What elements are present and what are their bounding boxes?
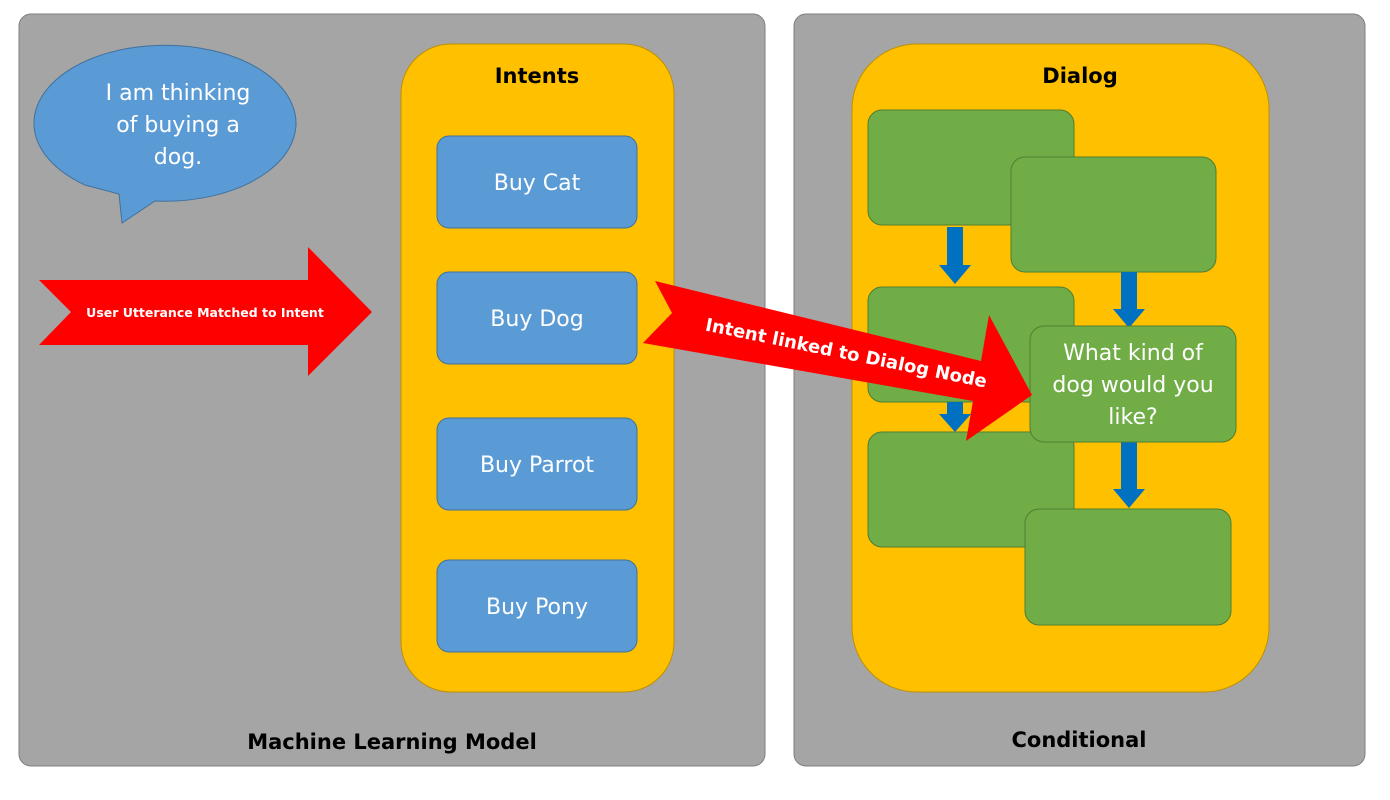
flow-arrow-3 xyxy=(939,402,971,432)
dialog-node-2 xyxy=(1010,156,1217,273)
utterance-arrow xyxy=(39,247,372,376)
intent-buy-cat-label: Buy Cat xyxy=(494,171,581,196)
intent-buy-parrot xyxy=(436,417,638,511)
speech-line-3: dog. xyxy=(154,145,202,170)
ml-model-title: Machine Learning Model xyxy=(247,730,537,754)
dialog-title: Dialog xyxy=(1042,64,1117,88)
speech-line-2: of buying a xyxy=(116,113,240,138)
dog-question-line-2: dog would you xyxy=(1052,373,1213,398)
intent-buy-dog-label: Buy Dog xyxy=(490,307,583,332)
intent-link-arrow xyxy=(643,281,1032,441)
speech-line-1: I am thinking xyxy=(106,81,251,106)
dialog-node-6 xyxy=(1024,508,1232,626)
intent-buy-pony-label: Buy Pony xyxy=(486,595,588,620)
conditional-title: Conditional xyxy=(1011,728,1146,752)
intent-buy-parrot-label: Buy Parrot xyxy=(480,453,594,478)
flow-arrow-2 xyxy=(1113,272,1145,328)
intent-buy-cat xyxy=(436,135,638,229)
dialog-node-dog-question xyxy=(1029,325,1237,443)
speech-bubble xyxy=(33,44,297,224)
dog-question-line-3: like? xyxy=(1108,405,1157,430)
intent-buy-pony xyxy=(436,559,638,653)
utterance-arrow-label: User Utterance Matched to Intent xyxy=(86,305,324,320)
flow-arrow-4 xyxy=(1113,442,1145,508)
flow-arrow-1 xyxy=(939,227,971,284)
intents-title: Intents xyxy=(495,64,580,88)
intent-buy-dog xyxy=(436,271,638,365)
dog-question-line-1: What kind of xyxy=(1063,341,1204,366)
